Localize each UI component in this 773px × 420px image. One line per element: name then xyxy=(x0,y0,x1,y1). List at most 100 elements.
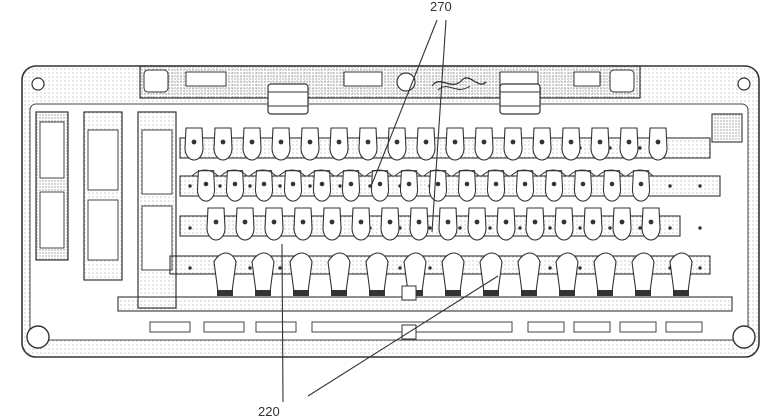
clip-screw xyxy=(648,219,654,225)
lower-clip xyxy=(554,207,574,241)
rivet-dot xyxy=(698,184,702,188)
clip-screw xyxy=(474,219,480,225)
clip-screw xyxy=(242,219,248,225)
rivet-dot xyxy=(428,226,432,230)
contact-foot xyxy=(635,290,651,296)
upper-clip xyxy=(271,127,291,161)
clip-tail xyxy=(220,169,248,177)
upper-clip xyxy=(503,127,523,161)
clip-screw xyxy=(348,181,354,187)
spring-contact xyxy=(365,252,389,293)
spring-contact xyxy=(593,252,617,293)
clip-tail xyxy=(365,169,393,177)
clip-screw xyxy=(329,219,335,225)
clip-screw xyxy=(580,181,586,187)
upper-clip xyxy=(358,127,378,161)
rivet-dot xyxy=(578,266,582,270)
contact-foot xyxy=(483,290,499,296)
rivet-dot xyxy=(698,266,702,270)
lower-clip xyxy=(641,207,661,241)
reference-numeral-220: 220 xyxy=(258,404,280,419)
upper-clip xyxy=(387,127,407,161)
rivet-dot xyxy=(188,226,192,230)
spring-contact xyxy=(479,252,503,293)
clip-screw xyxy=(278,139,284,145)
clip-tail xyxy=(568,169,596,177)
contact-foot xyxy=(673,290,689,296)
rivet-dot xyxy=(548,266,552,270)
clip-screw xyxy=(510,139,516,145)
upper-clip xyxy=(532,127,552,161)
clip-screw xyxy=(191,139,197,145)
clip-tail xyxy=(481,169,509,177)
rivet-dot xyxy=(278,266,282,270)
lower-clip xyxy=(206,207,226,241)
clip-screw xyxy=(220,139,226,145)
clip-screw xyxy=(249,139,255,145)
top-connector-strip xyxy=(139,65,641,115)
lower-clip xyxy=(496,207,516,241)
clip-screw xyxy=(232,181,238,187)
rivet-dot xyxy=(278,184,282,188)
lower-clip xyxy=(293,207,313,241)
clip-tail xyxy=(597,169,625,177)
lower-clip xyxy=(525,207,545,241)
clip-screw xyxy=(423,139,429,145)
clip-tail xyxy=(336,169,364,177)
clip-screw xyxy=(394,139,400,145)
spring-contact xyxy=(251,252,275,293)
rivet-dot xyxy=(518,226,522,230)
lower-clip xyxy=(380,207,400,241)
middle-clip xyxy=(486,170,506,202)
clip-screw xyxy=(290,181,296,187)
clip-screw xyxy=(590,219,596,225)
middle-clip xyxy=(631,170,651,202)
mounting-hole xyxy=(31,77,45,91)
middle-clip xyxy=(544,170,564,202)
clip-screw xyxy=(203,181,209,187)
mounting-hole xyxy=(26,325,50,349)
clip-screw xyxy=(445,219,451,225)
lower-clip xyxy=(322,207,342,241)
contact-foot xyxy=(369,290,385,296)
clip-screw xyxy=(568,139,574,145)
rivet-dot xyxy=(188,266,192,270)
middle-clip xyxy=(225,170,245,202)
contact-foot xyxy=(293,290,309,296)
bus-bar xyxy=(169,255,711,275)
middle-clip xyxy=(370,170,390,202)
clip-tail xyxy=(452,169,480,177)
middle-clip xyxy=(312,170,332,202)
rivet-dot xyxy=(668,226,672,230)
contact-foot xyxy=(521,290,537,296)
contact-foot xyxy=(597,290,613,296)
clip-screw xyxy=(597,139,603,145)
rivet-dot xyxy=(248,184,252,188)
contact-foot xyxy=(255,290,271,296)
clip-screw xyxy=(493,181,499,187)
clip-screw xyxy=(416,219,422,225)
middle-clip xyxy=(283,170,303,202)
clip-tail xyxy=(191,169,219,177)
leader-lines xyxy=(281,19,499,403)
contact-foot xyxy=(331,290,347,296)
rivet-dot xyxy=(638,226,642,230)
clip-screw xyxy=(626,139,632,145)
clip-screw xyxy=(261,181,267,187)
clip-screw xyxy=(271,219,277,225)
clip-screw xyxy=(336,139,342,145)
middle-clip xyxy=(602,170,622,202)
clip-tail xyxy=(626,169,654,177)
upper-clip xyxy=(300,127,320,161)
middle-clip xyxy=(428,170,448,202)
upper-clip xyxy=(242,127,262,161)
rivet-dot xyxy=(248,266,252,270)
rivet-dot xyxy=(698,226,702,230)
lower-clip xyxy=(264,207,284,241)
clip-screw xyxy=(365,139,371,145)
mounting-hole xyxy=(732,325,756,349)
lower-clip xyxy=(351,207,371,241)
clip-screw xyxy=(377,181,383,187)
spring-contact xyxy=(403,252,427,293)
